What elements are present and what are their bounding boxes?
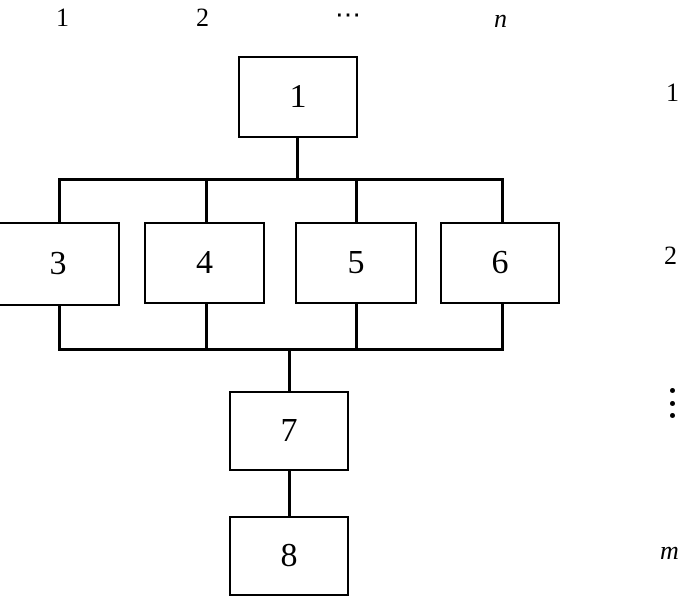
node-3[interactable]: 3: [0, 222, 120, 306]
node-5[interactable]: 5: [295, 222, 417, 304]
node-6[interactable]: 6: [440, 222, 560, 304]
stem-node1-to-upper-bus: [296, 136, 299, 180]
stem-node7-to-node8: [288, 469, 291, 517]
ellipsis-dot: [669, 413, 675, 418]
node-6-label: 6: [491, 244, 509, 281]
column-label-1: 1: [56, 3, 69, 32]
column-ellipsis-icon: ⋯: [335, 0, 363, 29]
row-vertical-ellipsis-icon: [667, 388, 677, 418]
node-8[interactable]: 8: [229, 516, 349, 596]
upper-bus: [58, 178, 504, 181]
row-label-m: m: [660, 536, 679, 565]
riser-node3-to-lower-bus: [58, 304, 61, 350]
riser-node5-to-lower-bus: [355, 303, 358, 350]
row-label-2: 2: [664, 241, 677, 270]
column-label-2: 2: [196, 3, 209, 32]
node-7[interactable]: 7: [229, 391, 349, 471]
node-3-label: 3: [49, 245, 67, 282]
ellipsis-dot: [669, 388, 675, 393]
node-5-label: 5: [347, 244, 365, 281]
column-label-n: n: [494, 4, 507, 33]
riser-node4-to-lower-bus: [205, 303, 208, 350]
drop-upper-bus-to-node3: [58, 178, 61, 224]
drop-upper-bus-to-node4: [205, 178, 208, 224]
riser-node6-to-lower-bus: [501, 303, 504, 350]
drop-upper-bus-to-node5: [355, 178, 358, 224]
node-1[interactable]: 1: [238, 56, 358, 138]
ellipsis-dot: [669, 400, 675, 406]
node-7-label: 7: [280, 412, 298, 449]
node-4-label: 4: [196, 244, 213, 281]
drop-upper-bus-to-node6: [501, 178, 504, 224]
node-1-label: 1: [289, 78, 307, 115]
node-4[interactable]: 4: [144, 222, 265, 304]
node-8-label: 8: [280, 537, 298, 574]
row-label-1: 1: [666, 78, 679, 107]
stem-lower-bus-to-node7: [288, 348, 291, 392]
lower-bus: [58, 348, 504, 351]
